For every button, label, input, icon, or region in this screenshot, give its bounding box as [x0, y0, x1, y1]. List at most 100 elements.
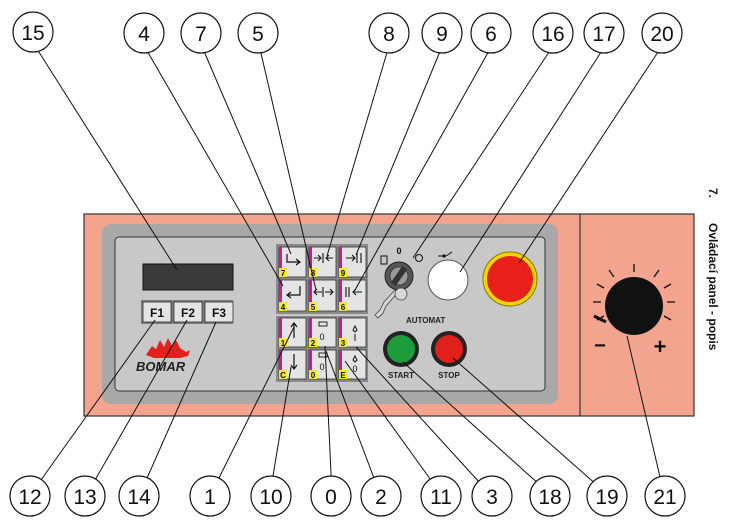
- key-icon: [374, 289, 399, 319]
- selector-zero: 0: [396, 246, 401, 256]
- coolant-down-icon: [352, 354, 358, 363]
- key-2[interactable]: 2 0: [308, 317, 337, 348]
- svg-text:6: 6: [341, 303, 346, 312]
- stop-label: STOP: [438, 371, 460, 380]
- svg-text:C: C: [280, 371, 286, 380]
- svg-text:15: 15: [21, 22, 44, 45]
- leader-lines: [30, 48, 665, 495]
- svg-text:1: 1: [204, 486, 216, 509]
- f1-key-label: F1: [150, 306, 164, 320]
- svg-text:10: 10: [259, 486, 282, 509]
- callout-16: 16: [532, 12, 574, 54]
- svg-text:9: 9: [436, 23, 448, 46]
- brand-name: BOMAR: [136, 359, 186, 374]
- callout-19: 19: [586, 475, 628, 517]
- svg-text:11: 11: [430, 486, 452, 509]
- svg-text:0: 0: [311, 371, 316, 380]
- svg-text:12: 12: [18, 486, 41, 509]
- arrow-down-icon: [290, 354, 298, 370]
- key-7[interactable]: 7: [278, 246, 307, 278]
- speed-dial[interactable]: − +: [593, 264, 675, 359]
- svg-text:8: 8: [383, 23, 395, 46]
- auto-mode-icon: [415, 254, 423, 262]
- callout-18: 18: [529, 475, 571, 517]
- svg-text:7: 7: [195, 23, 207, 46]
- svg-text:16: 16: [541, 23, 564, 46]
- svg-text:4: 4: [138, 23, 150, 46]
- svg-text:14: 14: [127, 486, 151, 509]
- svg-text:9: 9: [341, 269, 346, 278]
- f2-key-label: F2: [181, 306, 195, 320]
- side-caption: 7. Ovládací panel - popis: [706, 188, 720, 351]
- key-4[interactable]: 4: [278, 279, 307, 312]
- key-e-symbol: 0: [352, 364, 357, 374]
- f1-key[interactable]: F1: [142, 301, 172, 323]
- callout-21: 21: [644, 475, 686, 517]
- svg-text:2: 2: [311, 339, 316, 348]
- svg-text:E: E: [340, 371, 346, 380]
- clamp-left-icon: [345, 287, 362, 297]
- key-5[interactable]: 5: [308, 279, 337, 312]
- stop-button[interactable]: STOP: [431, 331, 467, 380]
- dragon-logo-icon: [146, 338, 190, 358]
- svg-text:20: 20: [650, 23, 673, 46]
- caption-number: 7.: [706, 188, 720, 199]
- callout-11: 11: [420, 475, 462, 517]
- callout-1: 1: [189, 475, 231, 517]
- svg-text:2: 2: [375, 486, 387, 509]
- callout-5: 5: [237, 12, 279, 54]
- manual-mode-icon: [380, 255, 388, 265]
- callout-10: 10: [250, 475, 292, 517]
- key-0[interactable]: 0 0: [308, 349, 337, 380]
- start-label: START: [388, 371, 414, 380]
- display-screen: [142, 263, 234, 291]
- callout-15: 15: [12, 11, 54, 53]
- mode-selector[interactable]: 0 AUTOMAT: [374, 246, 445, 325]
- saw-blade-icon: [318, 321, 328, 327]
- key-9[interactable]: 9: [338, 246, 367, 278]
- keypad-top: 7 8 9 4 5: [276, 244, 368, 314]
- key-c[interactable]: C: [278, 349, 307, 380]
- f2-key[interactable]: F2: [173, 301, 203, 323]
- key-3[interactable]: 3: [338, 317, 367, 348]
- key-0-symbol: 0: [319, 362, 324, 372]
- key-1[interactable]: 1: [278, 317, 307, 348]
- callouts-bottom: 12 13 14 1 10 0 2 11 3 18 19 21: [9, 475, 686, 517]
- white-button[interactable]: [427, 251, 469, 301]
- callout-3: 3: [471, 475, 513, 517]
- coolant-up-icon: [352, 324, 358, 341]
- svg-text:7: 7: [281, 269, 286, 278]
- callout-20: 20: [641, 12, 683, 54]
- clamp-close-icon: [314, 253, 333, 263]
- callout-2: 2: [360, 475, 402, 517]
- svg-text:8: 8: [311, 269, 316, 278]
- clamp-open-icon: [313, 287, 334, 297]
- svg-text:19: 19: [595, 486, 618, 509]
- svg-text:1: 1: [281, 339, 286, 348]
- svg-text:0: 0: [325, 486, 337, 509]
- callout-8: 8: [368, 12, 410, 54]
- svg-text:17: 17: [592, 23, 615, 46]
- f3-key[interactable]: F3: [204, 301, 234, 323]
- arrow-up-icon: [290, 322, 298, 338]
- callout-17: 17: [583, 12, 625, 54]
- move-down-right-icon: [286, 254, 301, 266]
- start-button[interactable]: START: [383, 331, 419, 380]
- emergency-stop-button[interactable]: [482, 251, 538, 307]
- move-up-left-icon: [286, 286, 301, 299]
- svg-text:3: 3: [341, 339, 346, 348]
- keypad-bottom: 1 2 0 3 C 0: [276, 316, 368, 382]
- f3-key-label: F3: [212, 306, 226, 320]
- callout-0: 0: [310, 475, 352, 517]
- key-8[interactable]: 8: [308, 246, 337, 278]
- callout-13: 13: [64, 475, 106, 517]
- caption-title: Ovládací panel - popis: [706, 223, 720, 351]
- key-e[interactable]: E 0: [338, 349, 367, 380]
- key-6[interactable]: 6: [338, 279, 367, 312]
- dial-plus: +: [654, 334, 667, 359]
- callout-6: 6: [470, 12, 512, 54]
- svg-text:5: 5: [311, 303, 316, 312]
- callout-12: 12: [9, 475, 51, 517]
- clamp-right-icon: [346, 253, 362, 263]
